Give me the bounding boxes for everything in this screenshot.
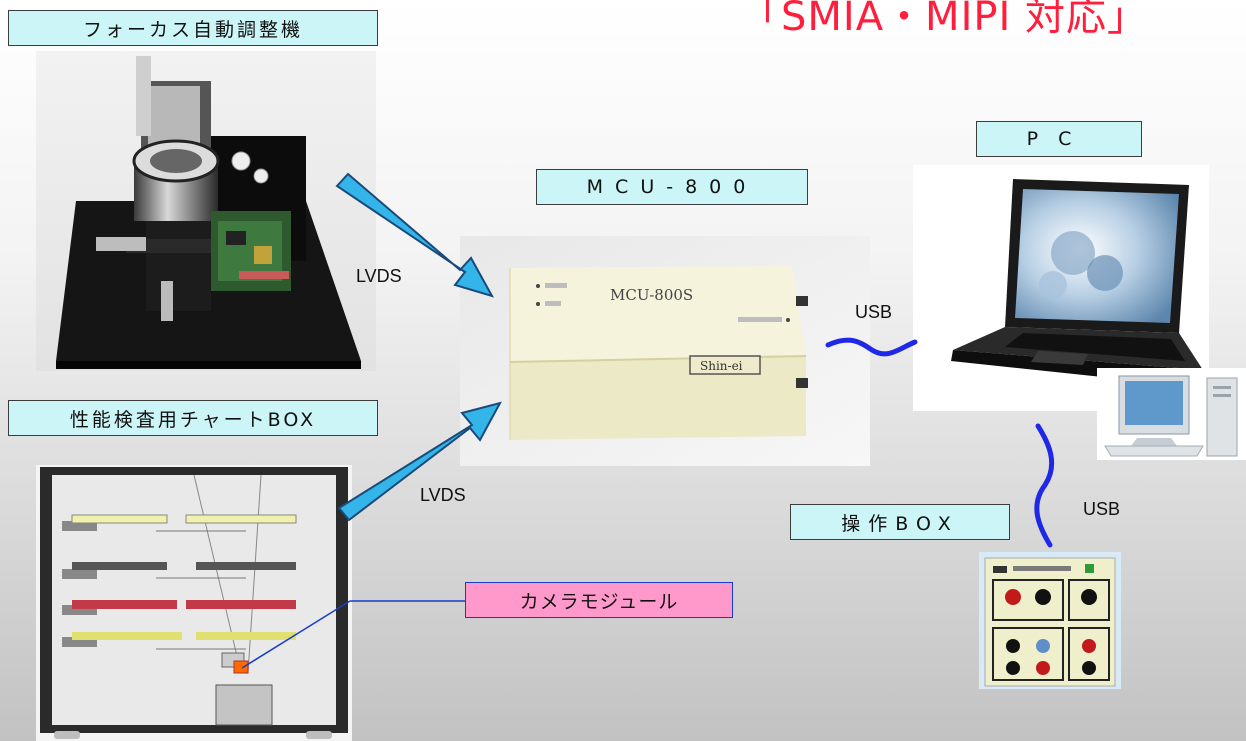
label-mcu: MCU-800 — [536, 169, 808, 205]
label-pc: PC — [976, 121, 1142, 157]
label-camera-module: カメラモジュール — [465, 582, 733, 618]
usb-label-pc: USB — [855, 302, 893, 322]
mcu-brand-text: Shin-ei — [700, 359, 743, 373]
usb-label-box: USB — [1083, 499, 1121, 519]
chart-box-drawing — [36, 465, 352, 741]
label-focus-machine: フォーカス自動調整機 — [8, 10, 378, 46]
lvds-label-top: LVDS — [356, 266, 402, 286]
usb-cable-pc — [825, 337, 918, 357]
desktop-pc-photo — [1097, 368, 1246, 460]
laptop-photo — [913, 165, 1209, 411]
lvds-label-bottom: LVDS — [420, 485, 466, 505]
lvds-arrow-top — [335, 172, 495, 298]
mcu-device-photo: MCU-800S Shin-ei — [460, 236, 870, 466]
camera-callout-line-diag — [241, 600, 351, 669]
lvds-arrow-bottom — [337, 401, 502, 522]
mcu-model-text: MCU-800S — [610, 286, 693, 304]
usb-cable-box — [1034, 423, 1055, 548]
control-box-photo — [979, 552, 1121, 689]
label-control-box: 操作BOX — [790, 504, 1010, 540]
focus-machine-photo — [36, 51, 376, 371]
page-title: 「SMIA・MIPI 対応」 — [740, 0, 1149, 40]
label-chart-box: 性能検査用チャートBOX — [8, 400, 378, 436]
